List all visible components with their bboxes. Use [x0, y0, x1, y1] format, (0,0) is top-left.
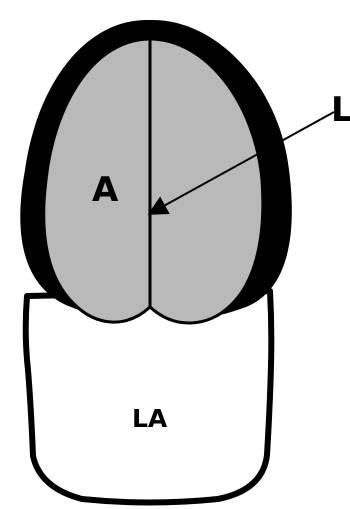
label-l: L [331, 90, 350, 130]
la-region [26, 291, 272, 503]
label-la: LA [132, 404, 168, 433]
label-a: A [92, 170, 119, 210]
